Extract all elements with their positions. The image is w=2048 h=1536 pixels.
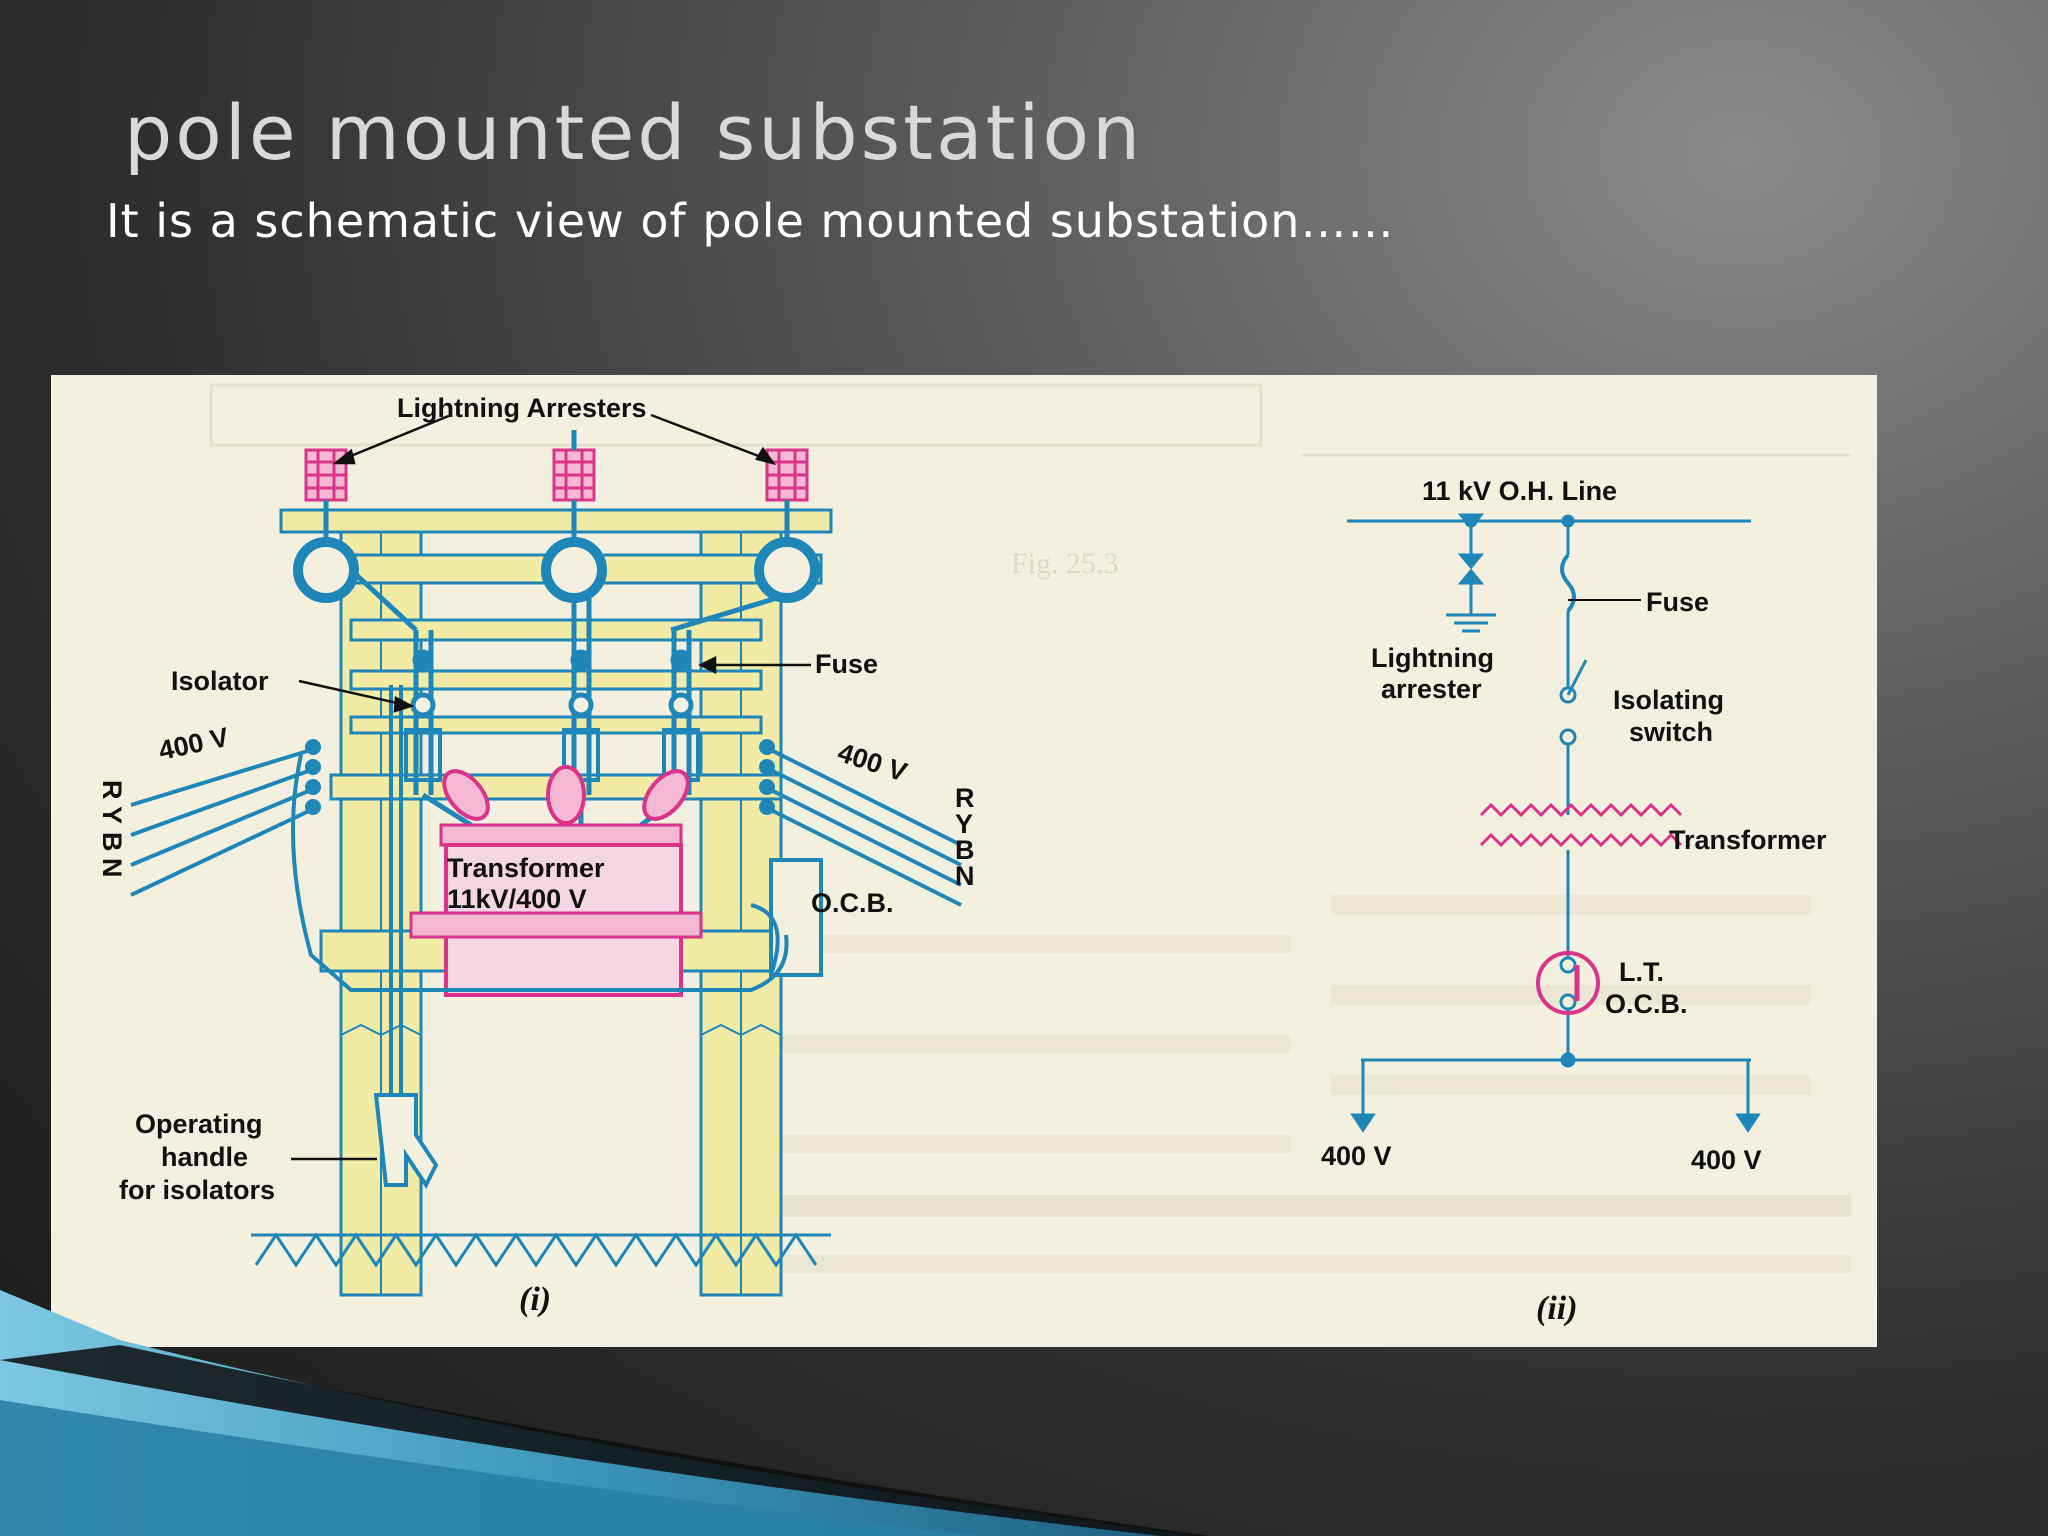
slide-subtitle: It is a schematic view of pole mounted s… [106, 194, 1395, 248]
svg-text:Fig. 25.3: Fig. 25.3 [1011, 547, 1119, 580]
operating-handle-rod [373, 685, 439, 1189]
transformer-drawing [409, 765, 703, 997]
label-operating-handle-3: for isolators [119, 1175, 275, 1205]
transformer-coil-symbol [1479, 802, 1683, 848]
label-phase-n-left: N [97, 858, 127, 878]
schematic-figure: Fig. 25.3 [51, 375, 1877, 1347]
label-ocb-i: O.C.B. [811, 888, 894, 918]
label-phase-r: R [955, 783, 975, 813]
label-arrester-2: arrester [1381, 674, 1482, 704]
label-transformer-ii: Transformer [1669, 825, 1827, 855]
label-oh-line: 11 kV O.H. Line [1422, 476, 1617, 506]
label-arrester-1: Lightning [1371, 643, 1494, 673]
ground-hatching [251, 1232, 831, 1268]
ocb-box [769, 858, 823, 977]
label-phase-y: Y [955, 809, 973, 839]
label-fuse-i: Fuse [815, 649, 878, 679]
label-lightning-arresters: Lightning Arresters [397, 393, 647, 423]
bleed-through-decoration: Fig. 25.3 [209, 383, 1851, 1273]
lt-ocb-symbol [1536, 951, 1600, 1015]
label-lt: L.T. [1619, 957, 1664, 987]
label-arrows-i [291, 413, 811, 1161]
fuse-and-isolator-assembly [323, 430, 790, 828]
label-fuse-ii: Fuse [1646, 587, 1709, 617]
wiring-400v [130, 739, 962, 992]
caption-i: (i) [519, 1281, 551, 1318]
label-operating-handle-1: Operating [135, 1109, 263, 1139]
label-transformer-rating: 11kV/400 V [447, 884, 587, 914]
label-transformer-i: Transformer [447, 853, 605, 883]
schematic-svg: Fig. 25.3 [97, 383, 1851, 1327]
label-operating-handle-2: handle [161, 1142, 248, 1172]
label-phase-n: N [955, 861, 975, 891]
label-lt-ocb: O.C.B. [1605, 989, 1688, 1019]
single-line-diagram [1347, 513, 1761, 1133]
label-out-right: 400 V [1691, 1145, 1762, 1175]
label-phase-r-left: R [97, 780, 127, 800]
label-phase-b: B [955, 835, 975, 865]
left-phase-labels: R Y B N [97, 780, 127, 878]
slide-title: pole mounted substation [124, 88, 1144, 177]
label-isolating-2: switch [1629, 717, 1713, 747]
label-out-left: 400 V [1321, 1141, 1392, 1171]
caption-ii: (ii) [1536, 1290, 1578, 1327]
label-isolating-1: Isolating [1613, 685, 1724, 715]
label-phase-b-left: B [97, 832, 127, 852]
figure-ii-labels: 11 kV O.H. Line Fuse Lightning arrester … [1321, 476, 1827, 1327]
lightning-arrester-icons [304, 448, 809, 502]
label-isolator: Isolator [171, 666, 269, 696]
label-phase-y-left: Y [97, 806, 127, 824]
